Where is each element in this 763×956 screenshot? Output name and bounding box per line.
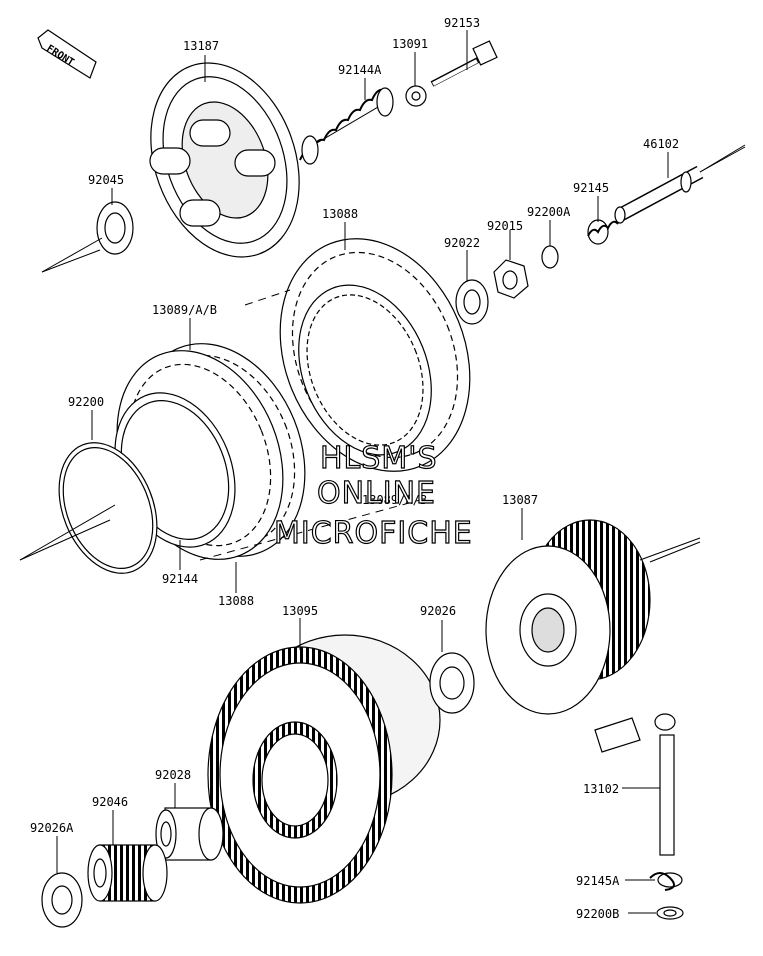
clutch-housing-part xyxy=(207,634,441,904)
washer-92200a-part xyxy=(541,245,559,269)
leader-lines xyxy=(56,30,669,914)
wire-ring-part xyxy=(58,442,158,574)
assembly-axis-lines xyxy=(19,144,746,563)
label-92145: 92145 xyxy=(573,181,609,195)
label-92200a: 92200A xyxy=(527,205,571,219)
label-13087: 13087 xyxy=(502,493,538,507)
needle-bearing-part xyxy=(87,844,168,902)
label-92028: 92028 xyxy=(155,768,191,782)
label-92022: 92022 xyxy=(444,236,480,250)
clutch-hub-part xyxy=(485,519,651,715)
label-92144a: 92144A xyxy=(338,63,382,77)
label-92153: 92153 xyxy=(444,16,480,30)
label-13089-a-b-upper: 13089/A/B xyxy=(152,303,217,317)
label-92144: 92144 xyxy=(162,572,198,586)
label-13088-bottom: 13088 xyxy=(218,594,254,608)
label-46102: 46102 xyxy=(643,137,679,151)
bolt-part xyxy=(430,40,498,87)
label-92045: 92045 xyxy=(88,173,124,187)
label-13089-a-b-lower: 13089/A/B xyxy=(362,493,427,507)
label-92026: 92026 xyxy=(420,604,456,618)
clutch-plate-stack-part xyxy=(114,343,306,560)
label-13102: 13102 xyxy=(583,782,619,796)
bearing-part xyxy=(96,201,134,255)
friction-plate-top-part xyxy=(279,238,471,472)
label-13091: 13091 xyxy=(392,37,428,51)
label-92026a: 92026A xyxy=(30,821,74,835)
label-92200b: 92200B xyxy=(576,907,619,921)
label-92200: 92200 xyxy=(68,395,104,409)
label-92145a: 92145A xyxy=(576,874,620,888)
watermark-line-3: MICROFICHE xyxy=(274,516,473,551)
front-arrow-icon: FRONT xyxy=(37,29,97,79)
spring-clip-part xyxy=(649,872,683,891)
part-labels: 13187 92144A 13091 92153 46102 92045 921… xyxy=(30,16,679,921)
watermark: HLSM'S ONLINE MICROFICHE xyxy=(273,440,473,551)
pressure-plate-part xyxy=(149,62,300,258)
watermark-line-2: ONLINE xyxy=(317,476,436,511)
push-rod-part xyxy=(614,165,704,224)
label-13187: 13187 xyxy=(183,39,219,53)
label-92015: 92015 xyxy=(487,219,523,233)
label-13088-top: 13088 xyxy=(322,207,358,221)
label-92046: 92046 xyxy=(92,795,128,809)
small-spring-part xyxy=(587,219,619,245)
release-shaft-part xyxy=(594,713,676,856)
sleeve-part xyxy=(155,807,224,861)
label-13095: 13095 xyxy=(282,604,318,618)
watermark-line-1: HLSM'S xyxy=(320,441,438,476)
clutch-spring-part xyxy=(299,87,394,165)
